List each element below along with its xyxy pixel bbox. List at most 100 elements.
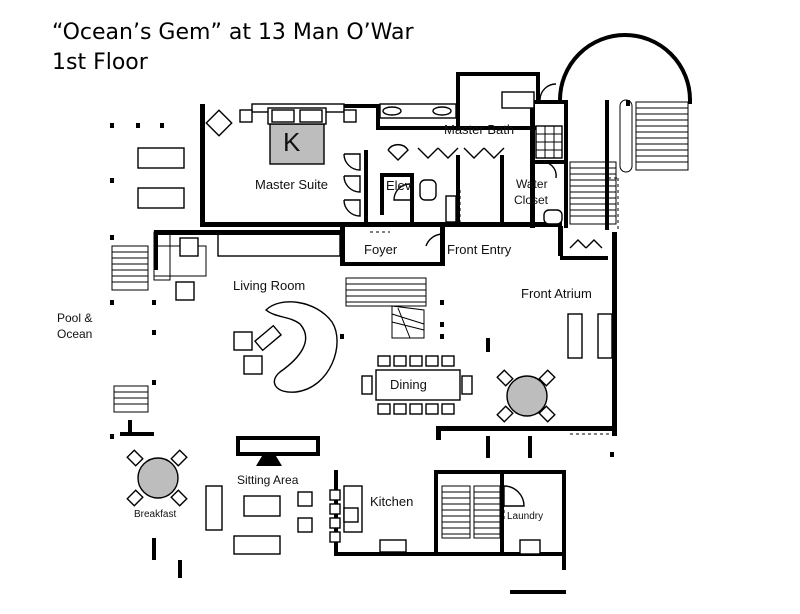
plan-subtitle: 1st Floor — [52, 50, 148, 75]
pillow — [271, 109, 295, 123]
post — [110, 434, 114, 439]
walls — [110, 72, 630, 594]
post — [610, 452, 614, 457]
laundry-label: Laundry — [507, 511, 544, 522]
accent-chair — [233, 331, 253, 351]
atrium-chair — [496, 369, 514, 387]
toilet — [419, 179, 437, 201]
stair-treads — [442, 491, 470, 535]
post — [626, 100, 630, 106]
bar-stool — [329, 503, 341, 515]
post — [152, 300, 156, 305]
coffee-table — [253, 324, 283, 352]
bath-double-door-3 — [463, 147, 505, 159]
sink — [382, 106, 402, 116]
dining-chair — [409, 403, 423, 415]
breakfast-label: Breakfast — [134, 509, 177, 520]
breakfast-wall-stub-2 — [178, 560, 182, 578]
stair-turn-treads — [391, 307, 425, 339]
closet-door-3 — [343, 199, 361, 217]
breakfast-chair — [126, 449, 144, 467]
kitchen-label: Kitchen — [370, 494, 414, 509]
laundry-west-wall — [500, 470, 504, 556]
front-entry-post-top — [440, 226, 445, 236]
master-suite-label: Master Suite — [255, 177, 328, 192]
pool-stairs-north — [111, 231, 207, 291]
dining-chair — [441, 403, 455, 415]
stair-turn — [391, 305, 425, 339]
closet-divider — [500, 155, 504, 225]
atrium-chair — [496, 405, 514, 423]
sitting-area-label: Sitting Area — [237, 473, 299, 487]
laundry-machine — [519, 539, 541, 555]
towel-bench — [445, 195, 457, 223]
sitting-sofa — [205, 485, 223, 531]
accent-chair — [205, 109, 233, 137]
cooktop — [379, 539, 407, 553]
stairs — [111, 33, 692, 539]
stair-treads — [346, 283, 426, 303]
stair-outline — [111, 245, 149, 291]
water-closet-label-line2: Closet — [514, 193, 549, 207]
atrium-door-post — [558, 226, 563, 256]
post — [340, 334, 344, 339]
front-entry-door — [425, 233, 443, 262]
closet-door-2 — [343, 175, 361, 193]
post — [110, 178, 114, 183]
stair-outline-2 — [569, 161, 617, 225]
kitchen-sink — [343, 507, 359, 523]
stair-treads — [114, 391, 148, 405]
stair-outline — [345, 277, 427, 307]
sitting-chair — [297, 491, 313, 507]
post — [440, 300, 444, 305]
atrium-south-stub — [436, 426, 441, 440]
nightstand — [343, 109, 357, 123]
breakfast-chair — [126, 489, 144, 507]
furniture — [126, 91, 613, 555]
accent-chair — [243, 355, 263, 375]
pool-step-wall — [120, 432, 154, 436]
shower-north-wall — [534, 100, 568, 104]
sectional-sofa — [264, 301, 338, 393]
breakfast-chair — [170, 489, 188, 507]
east-deck-stairs — [558, 33, 692, 225]
south-hall-stairs — [441, 485, 501, 539]
post — [152, 380, 156, 385]
front-entry-label: Front Entry — [447, 242, 512, 257]
master-bath-north-wall — [456, 72, 540, 76]
foyer-west-wall — [340, 226, 345, 262]
foyer-label: Foyer — [364, 242, 398, 257]
water-closet-label-line1: Water — [516, 177, 548, 191]
closet-door-1 — [343, 153, 361, 171]
breakfast-wall-stub — [152, 538, 156, 560]
fireplace-hearth — [256, 456, 282, 466]
elevator-west-wall — [380, 173, 384, 215]
dining-chair — [461, 375, 473, 395]
deck-curve — [558, 33, 692, 101]
breakfast-chair — [170, 449, 188, 467]
dashed-openings — [370, 177, 620, 520]
pillow — [299, 109, 323, 123]
sofa — [137, 147, 185, 169]
pool-ocean-label-line2: Ocean — [57, 327, 93, 341]
elevator-east-wall — [410, 173, 414, 227]
interior-stairs — [345, 277, 427, 339]
door-swings — [343, 83, 603, 507]
master-bath-label: Master Bath — [444, 122, 515, 137]
sitting-hood-right — [316, 436, 320, 454]
dining-chair — [441, 355, 455, 367]
king-bed — [269, 123, 325, 165]
closet-wall-left — [364, 150, 368, 226]
front-atrium-label: Front Atrium — [521, 286, 592, 301]
post — [160, 123, 164, 128]
stair-outline-2 — [473, 485, 501, 539]
laundry-door — [503, 485, 525, 507]
living-room-west-stub — [154, 230, 158, 270]
toilet-room-divider — [456, 155, 460, 225]
master-suite-west-wall — [200, 104, 205, 226]
atrium-south-wall — [436, 426, 616, 431]
post — [440, 322, 444, 327]
sitting-sofa-2 — [233, 535, 281, 555]
bath-double-door-1 — [387, 144, 409, 161]
